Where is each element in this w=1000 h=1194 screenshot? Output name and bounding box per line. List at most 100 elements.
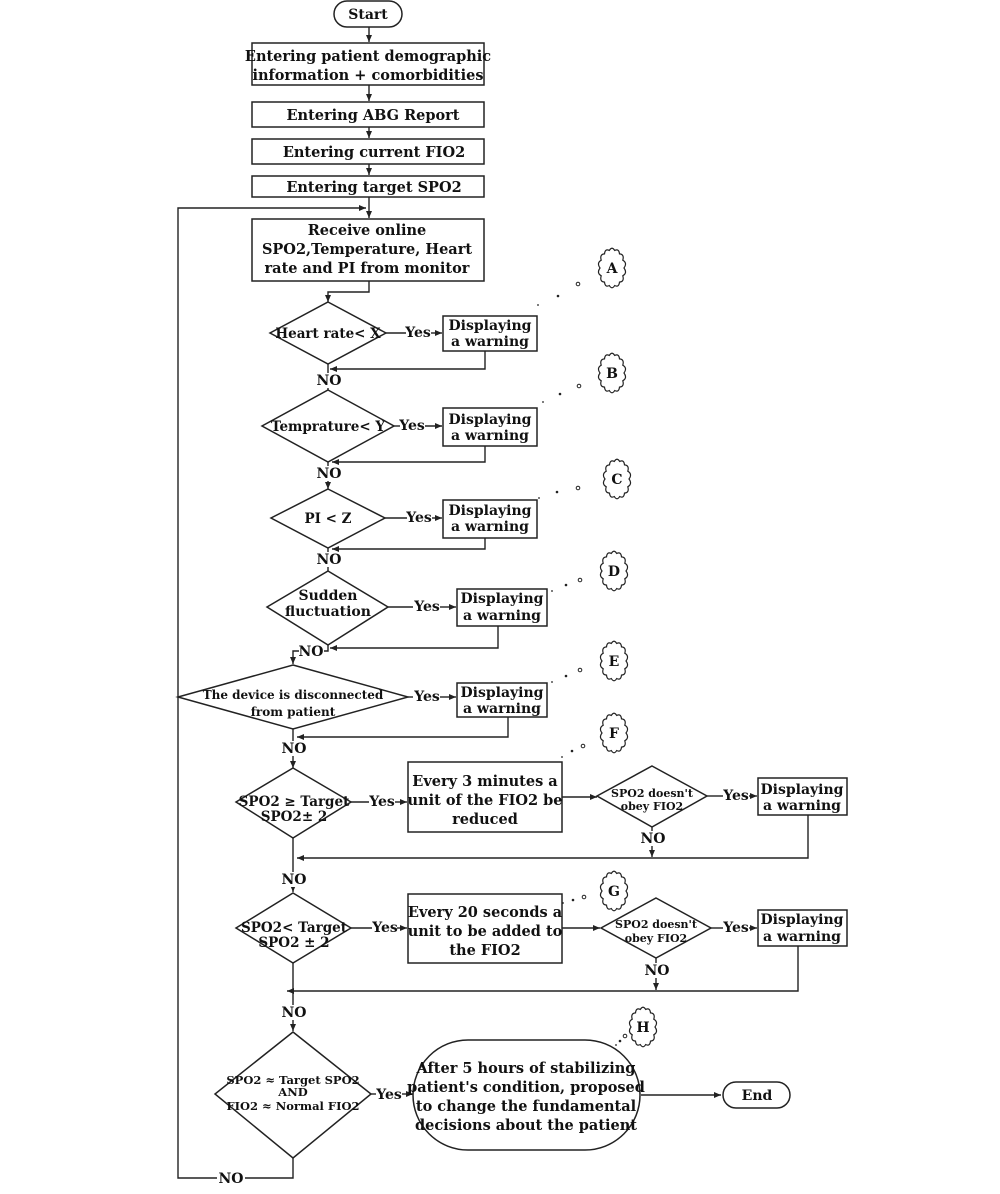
cloud-a: A	[537, 247, 627, 306]
warning-fluctuation[interactable]: Displaying a warning	[456, 588, 548, 627]
decision-heart-rate[interactable]: Heart rate< X	[268, 301, 388, 365]
step-reduce-fio2[interactable]: Every 3 minutes a unit of the FIO2 be re…	[407, 761, 563, 833]
start-label: Start	[348, 7, 388, 23]
thought-dot	[571, 898, 575, 902]
warning-pi[interactable]: Displaying a warning	[442, 499, 538, 539]
decision-text: AND	[277, 1085, 307, 1099]
decision-text: SPO2 doesn't	[611, 787, 694, 800]
step-demographic[interactable]: Entering patient demographic information…	[245, 42, 491, 86]
warning-text: Displaying	[761, 782, 844, 798]
step-add-fio2[interactable]: Every 20 seconds a unit to be added to t…	[407, 893, 563, 964]
decision-text: Sudden	[299, 588, 358, 604]
step-stabilize[interactable]: After 5 hours of stabilizing patient's c…	[407, 1039, 645, 1151]
yes-label: Yes	[375, 1087, 402, 1103]
warning-obey2[interactable]: Displaying a warning	[757, 909, 848, 947]
warning-disconnected[interactable]: Displaying a warning	[456, 682, 548, 718]
cloud-label: H	[636, 1020, 649, 1036]
yes-label: Yes	[405, 510, 432, 526]
decision-text: SPO2 doesn't	[615, 918, 698, 931]
warning-text: a warning	[451, 519, 529, 535]
step-text: Entering target SPO2	[286, 179, 461, 196]
thought-dot	[580, 743, 586, 749]
decision-obey-fio2-1[interactable]: SPO2 doesn't obey FIO2	[595, 765, 709, 828]
thought-dot	[538, 497, 540, 499]
no-label: NO	[641, 831, 666, 847]
step-abg[interactable]: Entering ABG Report	[251, 101, 485, 128]
thought-dot	[570, 749, 574, 753]
decision-text: FIO2 ≈ Normal FIO2	[226, 1099, 359, 1113]
decision-text: fluctuation	[285, 604, 371, 620]
cloud-g: G	[562, 870, 629, 912]
warning-temperature[interactable]: Displaying a warning	[442, 407, 538, 447]
decision-fluctuation[interactable]: Sudden fluctuation	[265, 570, 390, 646]
warning-text: a warning	[463, 701, 541, 717]
decision-temperature[interactable]: Temprature< Y	[260, 389, 396, 463]
cloud-label: C	[611, 472, 622, 488]
pi-warning-return	[332, 538, 486, 552]
step-text: Entering current FIO2	[283, 144, 465, 161]
decision-spo2-low[interactable]: SPO2< Target SPO2 ± 2	[234, 892, 353, 964]
step-receive-online[interactable]: Receive online SPO2,Temperature, Heart r…	[251, 218, 485, 282]
yes-label: Yes	[722, 920, 749, 936]
cloud-e: E	[551, 640, 629, 683]
no-label: NO	[317, 552, 342, 568]
step-text: Receive online	[308, 222, 427, 239]
warning-text: a warning	[451, 334, 529, 350]
start-terminal[interactable]: Start	[333, 0, 403, 28]
step-current-fio2[interactable]: Entering current FIO2	[251, 138, 485, 165]
warning-heart-rate[interactable]: Displaying a warning	[442, 315, 538, 352]
yes-label: Yes	[371, 920, 398, 936]
cloud-shape	[599, 712, 629, 754]
warning-text: Displaying	[461, 685, 544, 701]
start-shape[interactable]	[333, 0, 403, 28]
obey2-warning-return	[287, 946, 799, 994]
warning-text: Displaying	[449, 412, 532, 428]
decision-spo2-high[interactable]: SPO2 ≥ Target SPO2± 2	[234, 767, 353, 839]
warning-obey1[interactable]: Displaying a warning	[757, 777, 848, 816]
end-shape[interactable]	[722, 1081, 791, 1109]
decision-disconnected[interactable]: The device is disconnected from patient	[175, 664, 411, 730]
cloud-label: F	[609, 726, 619, 742]
step-text: decisions about the patient	[415, 1117, 637, 1134]
thought-dot	[581, 894, 587, 900]
warning-text: Displaying	[761, 912, 844, 928]
cloud-label: D	[608, 564, 620, 580]
decision-final-stability[interactable]: SPO2 ≈ Target SPO2 AND FIO2 ≈ Normal FIO…	[213, 1031, 373, 1159]
annotation-clouds: A B C D E F G H	[537, 247, 658, 1048]
arrow-receive-heart	[325, 281, 370, 302]
end-terminal[interactable]: End	[722, 1081, 791, 1109]
no-label: NO	[317, 466, 342, 482]
thought-dot	[577, 577, 583, 583]
decision-text: Temprature< Y	[271, 419, 385, 435]
warning-text: Displaying	[449, 318, 532, 334]
no-label: NO	[282, 1005, 307, 1021]
no-label: NO	[282, 872, 307, 888]
cloud-label: B	[606, 366, 618, 382]
yes-label: Yes	[722, 788, 749, 804]
thought-dot	[576, 383, 582, 389]
step-text: After 5 hours of stabilizing	[416, 1060, 636, 1077]
decision-text: SPO2< Target	[241, 920, 348, 936]
decision-text: The device is disconnected	[203, 688, 384, 702]
decision-text: SPO2 ≈ Target SPO2	[226, 1073, 359, 1087]
thought-dot	[615, 1044, 617, 1046]
step-text: information + comorbidities	[252, 67, 483, 84]
step-target-spo2[interactable]: Entering target SPO2	[251, 175, 485, 198]
thought-dot	[558, 392, 562, 396]
step-text: unit to be added to	[408, 923, 563, 940]
no-label: NO	[219, 1171, 244, 1187]
thought-dot	[551, 681, 553, 683]
step-text: patient's condition, proposed	[407, 1079, 645, 1096]
no-label: NO	[645, 963, 670, 979]
step-text: unit of the FIO2 be	[407, 792, 562, 809]
yes-labels: Yes Yes Yes Yes Yes Yes Yes Yes Yes Yes	[368, 325, 749, 1103]
loop-back-line	[177, 205, 366, 1179]
yes-label: Yes	[413, 599, 440, 615]
decision-pi[interactable]: PI < Z	[269, 488, 387, 549]
decision-text: SPO2± 2	[261, 809, 327, 825]
decision-obey-fio2-2[interactable]: SPO2 doesn't obey FIO2	[599, 897, 713, 959]
step-text: Entering ABG Report	[286, 107, 459, 124]
cloud-shape	[597, 352, 627, 394]
warning-text: a warning	[463, 608, 541, 624]
step-text: to change the fundamental	[416, 1098, 637, 1115]
